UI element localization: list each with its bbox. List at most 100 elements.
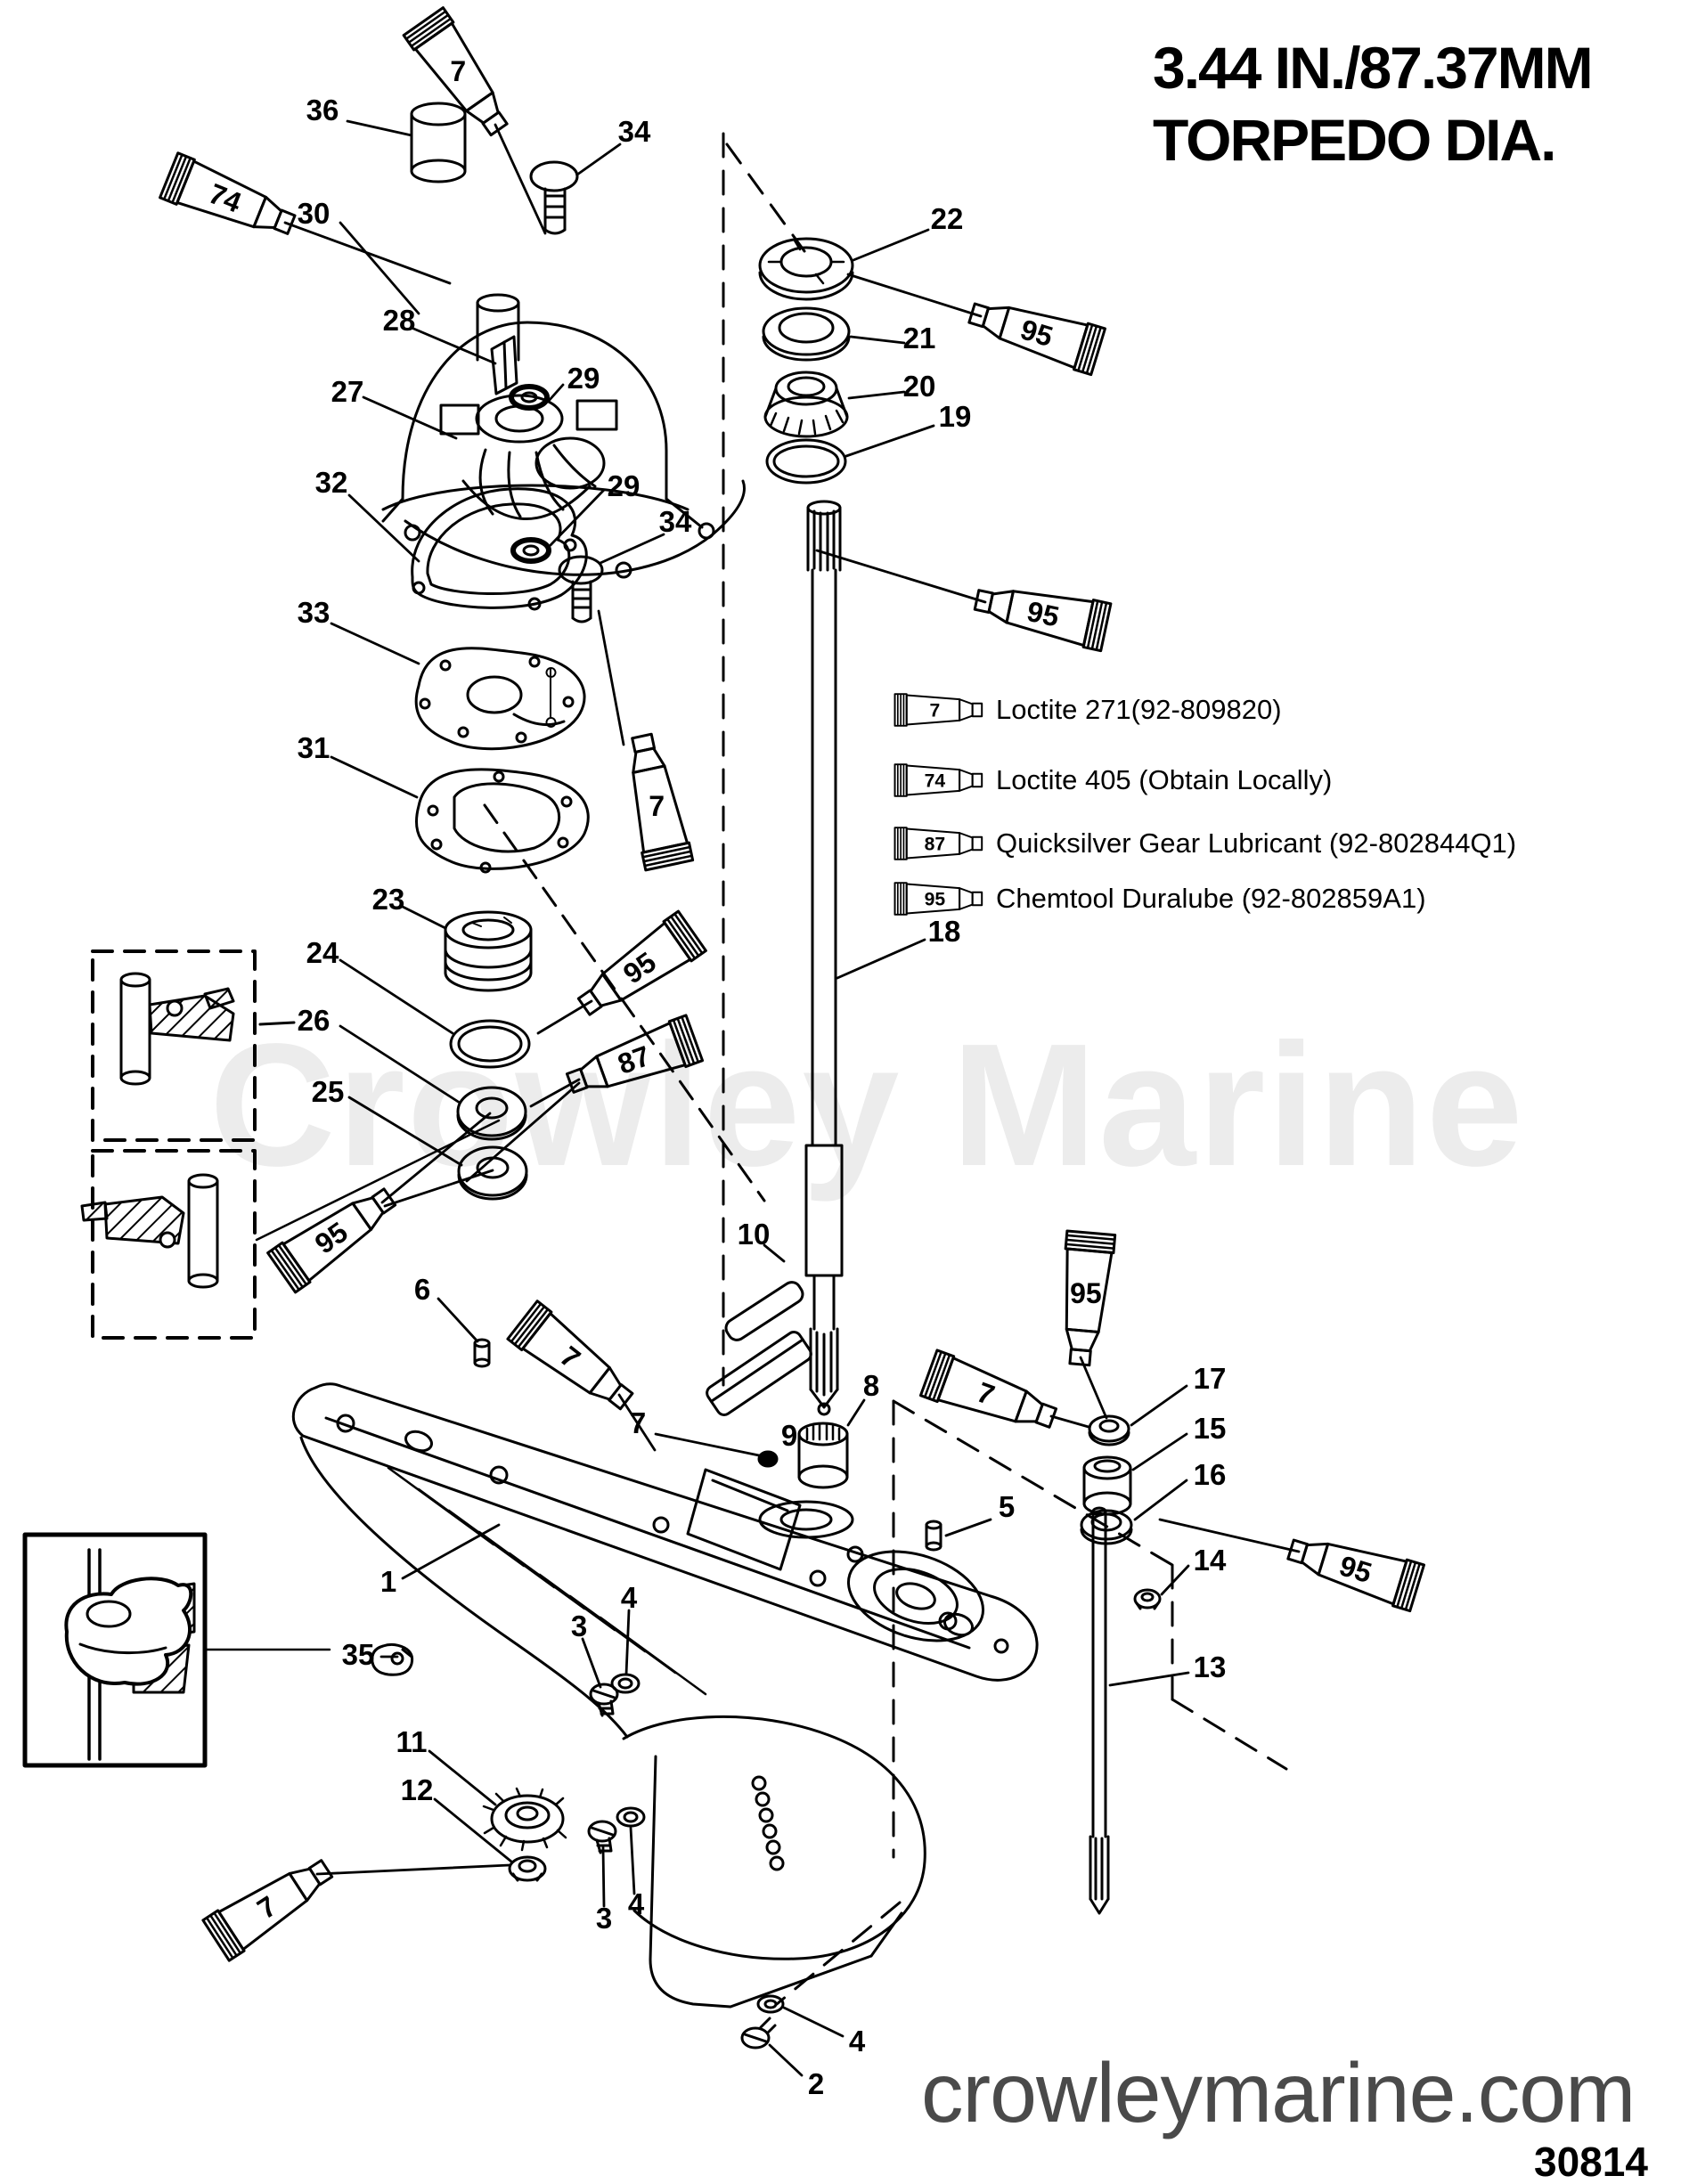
lubricant-tube-7-0: 7 bbox=[402, 6, 509, 137]
tube-number-95: 95 bbox=[1070, 1277, 1102, 1309]
lubricant-tube-7-7: 7 bbox=[631, 732, 695, 872]
lubricant-tube-95-2: 95 bbox=[967, 302, 1106, 377]
lubricant-tube-87-5: 87 bbox=[565, 1014, 705, 1094]
title-line-1: 3.44 IN./87.37MM bbox=[1153, 35, 1594, 101]
callout-9: 9 bbox=[780, 1419, 798, 1452]
water-pump-cover bbox=[381, 102, 746, 579]
callout-3: 3 bbox=[570, 1609, 588, 1642]
dowel-pin-5 bbox=[925, 1520, 943, 1552]
callout-2: 2 bbox=[807, 2067, 825, 2100]
callout-23: 23 bbox=[371, 883, 405, 916]
callout-13: 13 bbox=[1193, 1650, 1227, 1683]
callout-29: 29 bbox=[607, 469, 641, 502]
seal-29-upper bbox=[509, 384, 550, 411]
callout-7: 7 bbox=[629, 1406, 647, 1439]
lubricant-tube-7-9: 7 bbox=[918, 1349, 1058, 1429]
callout-32: 32 bbox=[314, 466, 348, 499]
tube-number-74: 74 bbox=[925, 770, 946, 791]
callout-15: 15 bbox=[1193, 1412, 1227, 1445]
callout-21: 21 bbox=[902, 322, 936, 354]
pinion-gear-11 bbox=[482, 1787, 567, 1852]
callout-16: 16 bbox=[1193, 1458, 1227, 1491]
driveshaft bbox=[804, 500, 844, 1416]
lubricant-tube-95-6: 95 bbox=[266, 1187, 397, 1294]
torpedo-and-skeg bbox=[622, 1715, 926, 2009]
page-title: 3.44 IN./87.37MM TORPEDO DIA. bbox=[1153, 32, 1594, 175]
tube-number-7: 7 bbox=[973, 1376, 999, 1412]
nut-14 bbox=[1133, 1588, 1162, 1610]
callout-22: 22 bbox=[930, 202, 964, 235]
screw-2 bbox=[740, 2017, 777, 2050]
screw-3-upper bbox=[589, 1683, 619, 1717]
callout-12: 12 bbox=[400, 1773, 434, 1806]
callout-28: 28 bbox=[382, 304, 416, 337]
oil-seal-26 bbox=[456, 1086, 527, 1141]
tube-number-95: 95 bbox=[1024, 595, 1062, 633]
tube-number-7: 7 bbox=[251, 1890, 282, 1926]
callout-5: 5 bbox=[998, 1490, 1016, 1523]
callout-4: 4 bbox=[848, 2025, 866, 2058]
o-ring-24 bbox=[449, 1019, 531, 1069]
dashed-axis-lines bbox=[483, 132, 1288, 2006]
washer-4-lower bbox=[616, 1806, 646, 1828]
lubricant-tube-74-1: 74 bbox=[159, 151, 297, 235]
callout-31: 31 bbox=[297, 731, 330, 764]
callout-11: 11 bbox=[396, 1725, 428, 1758]
lubricant-tube-95-10: 95 bbox=[1064, 1229, 1117, 1367]
callout-27: 27 bbox=[330, 375, 364, 408]
tube-number-95: 95 bbox=[617, 946, 662, 990]
callout-24: 24 bbox=[306, 936, 339, 969]
screw-3-lower bbox=[587, 1820, 617, 1854]
tube-number-95: 95 bbox=[925, 889, 946, 909]
site-watermark-text: crowleymarine.com bbox=[921, 2046, 1636, 2140]
lubricant-tube-7-12: 7 bbox=[201, 1859, 334, 1962]
tube-number-7: 7 bbox=[649, 790, 665, 822]
callout-34: 34 bbox=[617, 115, 651, 148]
anode-detail-inset-box bbox=[22, 1532, 331, 1768]
callout-4: 4 bbox=[620, 1581, 638, 1614]
lubricant-tube-legend-87: 87 bbox=[894, 827, 983, 860]
tapered-bearing-20 bbox=[763, 371, 849, 438]
legend-item-name-74: Loctite 405 (Obtain Locally) bbox=[996, 764, 1333, 795]
lubricant-tube-95-3: 95 bbox=[973, 589, 1113, 653]
callout-33: 33 bbox=[297, 596, 330, 629]
callout-3: 3 bbox=[595, 1902, 613, 1935]
washer-4-upper bbox=[610, 1673, 641, 1694]
callout-29: 29 bbox=[567, 362, 600, 395]
dowel-pin-6 bbox=[473, 1338, 491, 1368]
legend-item-name-95: Chemtool Duralube (92-802859A1) bbox=[996, 883, 1426, 914]
callout-4: 4 bbox=[627, 1887, 645, 1920]
callout-34: 34 bbox=[658, 505, 692, 538]
plug-screw bbox=[757, 1450, 779, 1468]
tube-number-7: 7 bbox=[554, 1340, 586, 1374]
lubricant-tube-legend-95: 95 bbox=[894, 882, 983, 916]
seal-orientation-box-1 bbox=[91, 949, 257, 1142]
washer-4-skeg bbox=[756, 1994, 785, 2014]
bearing-cup-21 bbox=[762, 306, 851, 362]
callout-20: 20 bbox=[902, 370, 936, 403]
legend-item-name-87: Quicksilver Gear Lubricant (92-802844Q1) bbox=[996, 827, 1517, 859]
anode-35 bbox=[371, 1642, 414, 1676]
seal-carrier-23 bbox=[444, 910, 533, 992]
callout-36: 36 bbox=[306, 94, 339, 126]
gasket-32 bbox=[411, 487, 588, 611]
callout-1: 1 bbox=[379, 1565, 397, 1598]
gasket-31 bbox=[414, 768, 590, 874]
washer-17 bbox=[1088, 1414, 1130, 1446]
callout-8: 8 bbox=[862, 1369, 880, 1402]
drawing-number: 30814 bbox=[1534, 2139, 1648, 2184]
seal-orientation-box-2 bbox=[80, 1021, 501, 1340]
callout-25: 25 bbox=[311, 1075, 345, 1108]
watermark: Crowley Marine bbox=[209, 1007, 1525, 1202]
bushing-15 bbox=[1082, 1455, 1132, 1516]
lubricant-tube-7-8: 7 bbox=[506, 1300, 634, 1411]
title-line-2: TORPEDO DIA. bbox=[1153, 106, 1557, 173]
drive-key-10 bbox=[724, 1281, 804, 1341]
lubricant-tube-legend-7: 7 bbox=[894, 693, 983, 727]
bolt-34-top bbox=[529, 160, 579, 235]
needle-bearing-9 bbox=[797, 1422, 849, 1489]
callout-18: 18 bbox=[927, 915, 961, 948]
callout-17: 17 bbox=[1193, 1362, 1227, 1395]
shift-shaft-13 bbox=[1089, 1506, 1110, 1915]
